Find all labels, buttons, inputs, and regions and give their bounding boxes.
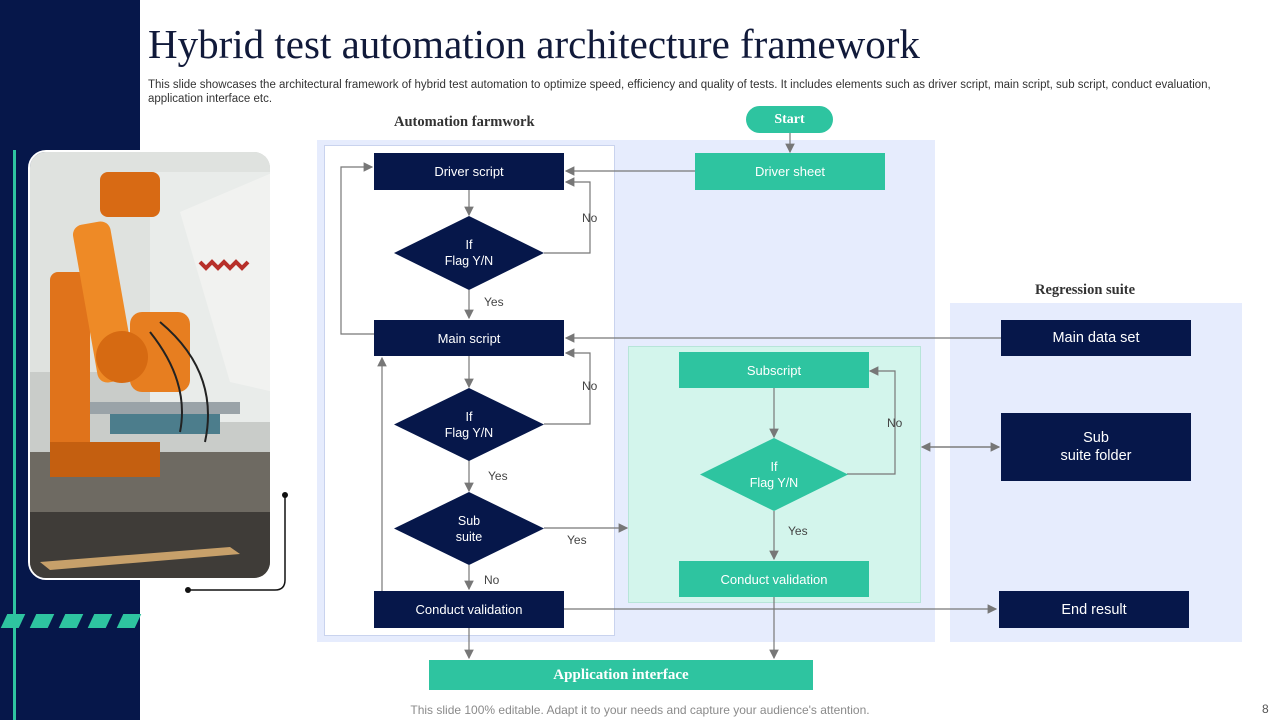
page-number: 8	[1262, 702, 1269, 716]
edge-label-no-sub: No	[484, 573, 500, 587]
conduct-validation-mid-node: Conduct validation	[679, 561, 869, 597]
photo-connector-line	[185, 492, 288, 593]
regression-suite-title: Regression suite	[1035, 282, 1136, 298]
sub-suite-decision: Sub suite	[394, 492, 544, 565]
slide-title: Hybrid test automation architecture fram…	[148, 21, 920, 67]
edge-label-yes-sub: Yes	[567, 533, 587, 547]
conduct-validation-left-node: Conduct validation	[374, 591, 564, 628]
robot-arm-photo	[28, 150, 272, 580]
automation-framework-title: Automation farmwork	[394, 114, 535, 130]
application-interface-node: Application interface	[429, 660, 813, 690]
flag-decision-1: If Flag Y/N	[394, 216, 544, 290]
main-script-node: Main script	[374, 320, 564, 356]
edge-label-yes-1: Yes	[484, 295, 504, 309]
edge-label-no-3: No	[887, 416, 903, 430]
edge-label-no-2: No	[582, 379, 598, 393]
edge-label-yes-2: Yes	[488, 469, 508, 483]
flag-decision-3-label: If Flag Y/N	[749, 459, 799, 490]
flag-decision-2-label: If Flag Y/N	[444, 409, 494, 440]
flag-decision-2: If Flag Y/N	[394, 388, 544, 461]
end-result-node: End result	[999, 591, 1189, 628]
subscript-node: Subscript	[679, 352, 869, 388]
accent-vertical-line	[13, 150, 16, 720]
sub-suite-decision-label: Sub suite	[455, 513, 483, 544]
main-data-set-node: Main data set	[1001, 320, 1191, 356]
slide-subtitle: This slide showcases the architectural f…	[148, 79, 1211, 105]
sub-suite-folder-node: Sub suite folder	[1001, 413, 1191, 481]
edge-label-no-1: No	[582, 211, 598, 225]
driver-script-node: Driver script	[374, 153, 564, 190]
flag-decision-3: If Flag Y/N	[700, 438, 848, 511]
edge-label-yes-3: Yes	[788, 524, 808, 538]
slide-footer: This slide 100% editable. Adapt it to yo…	[410, 703, 870, 717]
start-node: Start	[746, 106, 833, 133]
flag-decision-1-label: If Flag Y/N	[444, 238, 494, 268]
driver-sheet-node: Driver sheet	[695, 153, 885, 190]
